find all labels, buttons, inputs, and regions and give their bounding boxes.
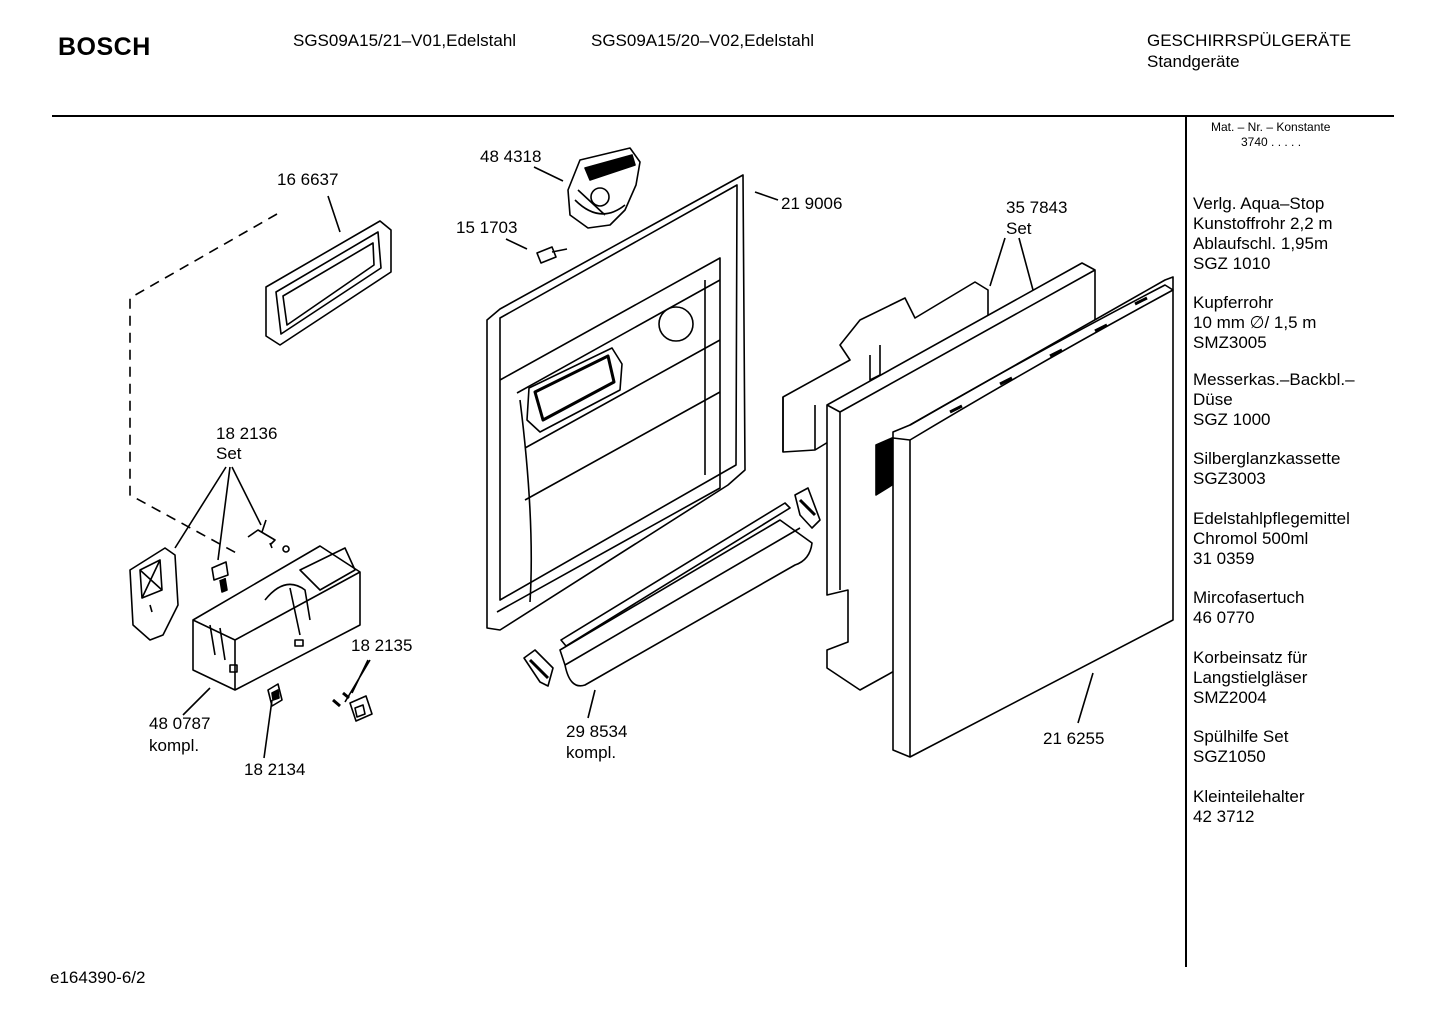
model-number-2: SGS09A15/20–V02,Edelstahl bbox=[591, 31, 815, 50]
label-48-4318: 48 4318 bbox=[480, 147, 541, 166]
label-35-7843-set: Set bbox=[1006, 219, 1032, 238]
header-rule bbox=[52, 115, 1394, 117]
label-29-8534: 29 8534 bbox=[566, 722, 627, 741]
category-subtitle: Standgeräte bbox=[1147, 52, 1240, 71]
part-front-panel bbox=[892, 276, 1174, 758]
part-switch-cover bbox=[332, 691, 373, 722]
label-48-0787-kompl: kompl. bbox=[149, 736, 199, 755]
label-48-0787: 48 0787 bbox=[149, 714, 210, 733]
accessory-aqua-stop: Verlg. Aqua–Stop Kunstoffrohr 2,2 m Abla… bbox=[1193, 194, 1333, 273]
part-gasket-frame bbox=[265, 220, 392, 346]
label-18-2136: 18 2136 bbox=[216, 424, 277, 443]
sidebar-divider bbox=[1185, 115, 1187, 967]
label-18-2134: 18 2134 bbox=[244, 760, 305, 779]
part-clip bbox=[267, 683, 283, 707]
part-handle-clip bbox=[567, 147, 641, 229]
label-18-2136-set: Set bbox=[216, 444, 242, 463]
accessory-silver-cassette: Silberglanzkassette SGZ3003 bbox=[1193, 449, 1341, 488]
dashed-guide-line bbox=[129, 213, 278, 556]
label-21-6255: 21 6255 bbox=[1043, 729, 1104, 748]
category-title: GESCHIRRSPÜLGERÄTE bbox=[1147, 31, 1352, 50]
part-inner-door bbox=[486, 174, 746, 631]
mat-number-value: 3740 . . . . . bbox=[1241, 135, 1302, 149]
label-18-2135: 18 2135 bbox=[351, 636, 412, 655]
mat-number-title: Mat. – Nr. – Konstante bbox=[1211, 120, 1331, 134]
drawing-id: e164390-6/2 bbox=[50, 968, 146, 987]
accessory-rinse-set: Spülhilfe Set SGZ1050 bbox=[1193, 727, 1289, 766]
model-number-1: SGS09A15/21–V01,Edelstahl bbox=[293, 31, 517, 50]
accessory-microfiber: Mircofasertuch 46 0770 bbox=[1193, 588, 1305, 627]
part-control-module bbox=[192, 545, 361, 691]
label-29-8534-kompl: kompl. bbox=[566, 743, 616, 762]
part-latch-small bbox=[211, 561, 229, 593]
brand-logo: BOSCH bbox=[58, 33, 151, 61]
label-16-6637: 16 6637 bbox=[277, 170, 338, 189]
accessory-steel-care: Edelstahlpflegemittel Chromol 500ml 31 0… bbox=[1193, 509, 1350, 568]
leader-lines bbox=[174, 166, 1094, 759]
part-bottom-rail bbox=[523, 487, 821, 687]
accessory-knife-nozzle: Messerkas.–Backbl.– Düse SGZ 1000 bbox=[1193, 370, 1355, 429]
label-35-7843: 35 7843 bbox=[1006, 198, 1067, 217]
label-21-9006: 21 9006 bbox=[781, 194, 842, 213]
part-screw bbox=[536, 246, 568, 264]
accessory-copper-pipe: Kupferrohr 10 mm ∅/ 1,5 m SMZ3005 bbox=[1193, 293, 1317, 352]
part-pin-small bbox=[247, 519, 290, 553]
label-15-1703: 15 1703 bbox=[456, 218, 517, 237]
part-cover-plate bbox=[129, 547, 179, 641]
accessory-glass-insert: Korbeinsatz für Langstielgläser SMZ2004 bbox=[1193, 648, 1308, 707]
accessory-small-parts-holder: Kleinteilehalter 42 3712 bbox=[1193, 787, 1305, 826]
